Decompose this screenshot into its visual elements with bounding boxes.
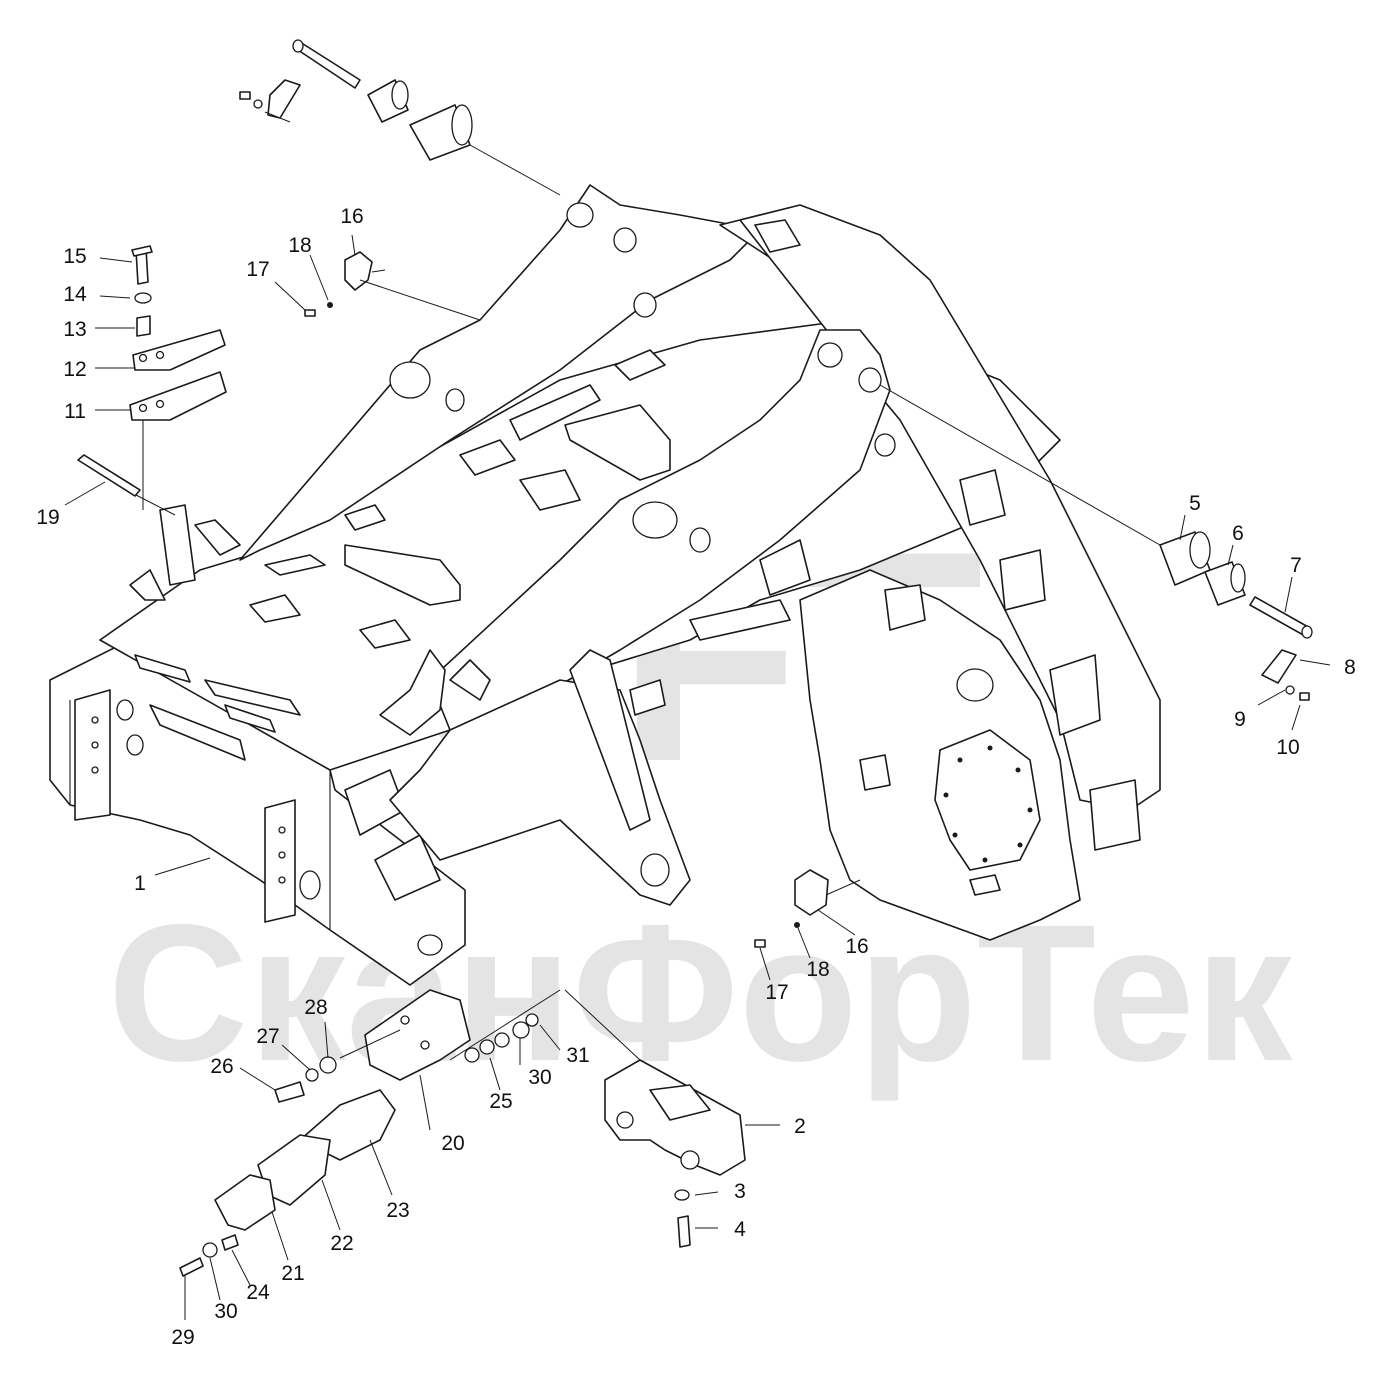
top-pin-assembly bbox=[239, 39, 561, 196]
callout-9: 9 bbox=[1234, 708, 1246, 731]
callout-14: 14 bbox=[63, 283, 87, 306]
callout-6: 6 bbox=[1232, 522, 1244, 545]
callout-29: 29 bbox=[171, 1326, 194, 1349]
callout-labels: 1 2 3 4 5 6 7 8 9 10 11 12 13 14 15 16 1… bbox=[36, 205, 1356, 1349]
callout-30-lower: 30 bbox=[214, 1300, 237, 1323]
callout-13: 13 bbox=[63, 318, 86, 341]
callout-19: 19 bbox=[36, 506, 59, 529]
callout-28: 28 bbox=[304, 996, 327, 1019]
callout-17: 17 bbox=[246, 258, 269, 281]
callout-leaders bbox=[64, 234, 1331, 1320]
callout-31: 31 bbox=[566, 1044, 589, 1067]
callout-15: 15 bbox=[63, 245, 86, 268]
right-pin-assembly bbox=[879, 384, 1313, 701]
callout-25: 25 bbox=[489, 1090, 512, 1113]
callout-18: 18 bbox=[288, 234, 311, 257]
callout-20: 20 bbox=[441, 1132, 464, 1155]
callout-23: 23 bbox=[386, 1199, 409, 1222]
callout-1: 1 bbox=[134, 872, 146, 895]
callout-4: 4 bbox=[734, 1218, 746, 1241]
callout-3: 3 bbox=[734, 1180, 746, 1203]
callout-24: 24 bbox=[246, 1281, 270, 1304]
left-parts bbox=[77, 245, 227, 516]
cover-16-top bbox=[304, 251, 481, 321]
main-frame bbox=[49, 184, 1161, 986]
callout-30: 30 bbox=[528, 1066, 551, 1089]
callout-11: 11 bbox=[64, 400, 86, 423]
callout-7: 7 bbox=[1290, 554, 1302, 577]
cover-16-lower bbox=[754, 869, 861, 948]
callout-26: 26 bbox=[210, 1055, 233, 1078]
callout-16: 16 bbox=[340, 205, 363, 228]
callout-18-lower: 18 bbox=[806, 958, 829, 981]
callout-17-lower: 17 bbox=[765, 981, 788, 1004]
callout-27: 27 bbox=[256, 1025, 279, 1048]
callout-8: 8 bbox=[1344, 656, 1356, 679]
callout-2: 2 bbox=[794, 1115, 806, 1138]
callout-10: 10 bbox=[1276, 736, 1299, 759]
callout-21: 21 bbox=[281, 1262, 304, 1285]
callout-5: 5 bbox=[1189, 492, 1201, 515]
link-parts bbox=[179, 989, 561, 1277]
bracket-2 bbox=[564, 989, 746, 1248]
callout-16-lower: 16 bbox=[845, 935, 868, 958]
callout-12: 12 bbox=[63, 358, 86, 381]
callout-22: 22 bbox=[330, 1232, 353, 1255]
